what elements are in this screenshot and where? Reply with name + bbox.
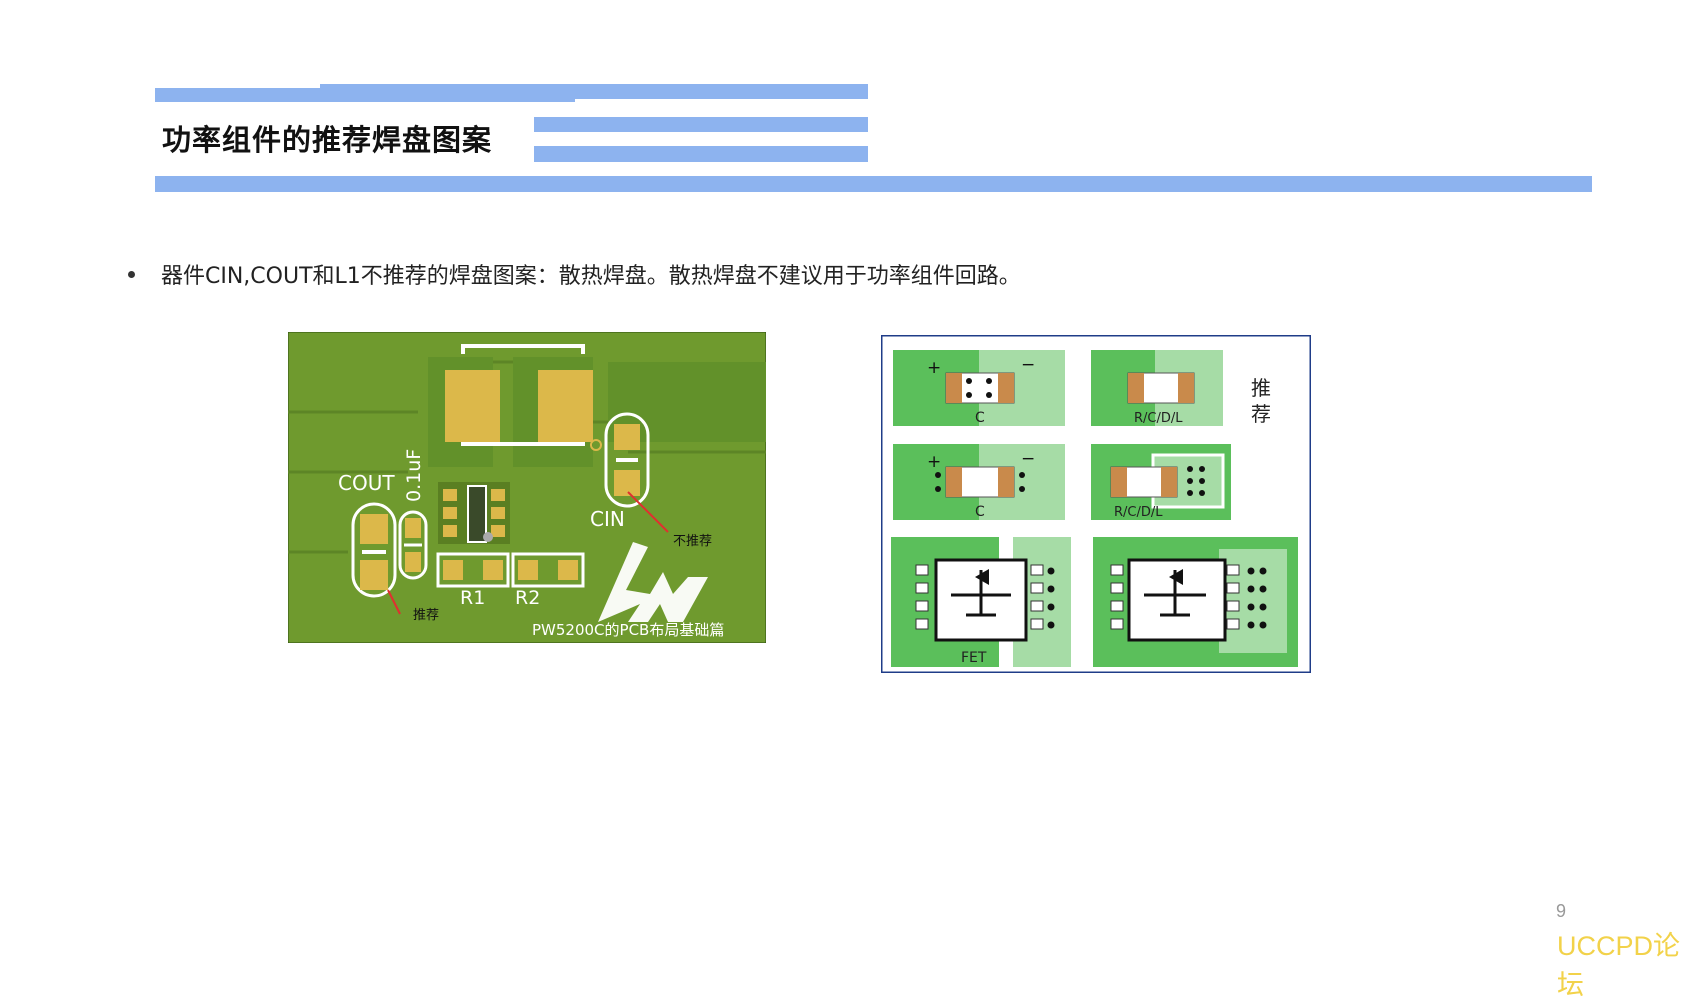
plus-label-1: +	[927, 358, 941, 378]
recommend-char-2: 荐	[1251, 402, 1271, 426]
header-bar-full	[155, 176, 1592, 192]
slide-title: 功率组件的推荐焊盘图案	[162, 123, 493, 157]
bullet-text: 器件CIN,COUT和L1不推荐的焊盘图案：散热焊盘。散热焊盘不建议用于功率组件…	[161, 264, 1021, 289]
label-r1: R1	[460, 587, 485, 609]
pad-pattern-diagram: + − C R/C/D/L + − C R/C/D/L FET 推 荐	[881, 335, 1311, 673]
page-number: 9	[1556, 901, 1567, 921]
c-label-2: C	[975, 504, 985, 520]
note-recommended: 推荐	[413, 608, 439, 623]
minus-label-1: −	[1021, 355, 1035, 375]
rcdl-label-2: R/C/D/L	[1114, 505, 1163, 520]
bullet-dot-icon	[128, 270, 135, 278]
minus-label-2: −	[1021, 449, 1035, 469]
note-not-recommended: 不推荐	[673, 534, 712, 549]
plus-label-2: +	[927, 452, 941, 472]
header-bar-right-2	[534, 146, 868, 162]
watermark-logo: UCCPD论坛	[1557, 931, 1681, 1000]
bullet-item: 器件CIN,COUT和L1不推荐的焊盘图案：散热焊盘。散热焊盘不建议用于功率组件…	[128, 258, 1021, 290]
label-0-1uf: 0.1uF	[403, 449, 425, 502]
fet-label: FET	[961, 650, 987, 666]
pcb-layout-image: COUT 0.1uF CIN R1 R2 不推荐 推荐 PW5200C的PCB布…	[288, 332, 766, 643]
c-label-1: C	[975, 410, 985, 426]
label-cin: CIN	[590, 507, 625, 531]
label-r2: R2	[515, 587, 540, 609]
rcdl-label-1: R/C/D/L	[1134, 411, 1183, 426]
header-bar-top-b	[320, 84, 868, 99]
recommend-char-1: 推	[1251, 376, 1271, 400]
pcb-caption: PW5200C的PCB布局基础篇	[532, 621, 724, 639]
header-bar-right-1	[534, 117, 868, 132]
label-cout: COUT	[338, 471, 395, 495]
